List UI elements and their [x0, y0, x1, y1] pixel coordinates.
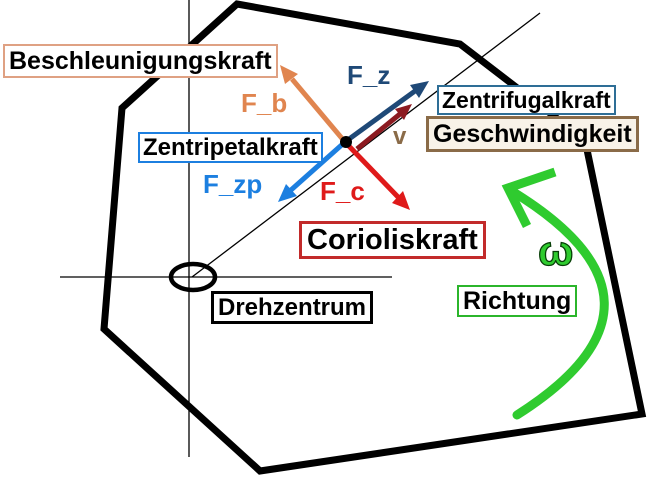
centripetal-arrow-head: [278, 184, 297, 202]
coriolis-arrow-head: [392, 191, 410, 210]
centrifugal-arrow-shaft: [343, 88, 417, 145]
omega-symbol: ω: [537, 227, 574, 274]
corioliskraft-label-box: Corioliskraft: [299, 221, 486, 260]
acceleration-arrow-shaft: [290, 77, 347, 144]
coriolis-arrow-shaft: [343, 140, 400, 199]
richtung-label-box: Richtung: [457, 285, 578, 318]
f-zp-vector-label: F_zp: [203, 169, 263, 199]
v-vector-label: v: [393, 123, 407, 150]
centrifugal-arrow-head: [410, 81, 429, 98]
rotating-body-outline: [100, 0, 647, 475]
rotation-direction-arrowhead: [501, 167, 557, 229]
drehzentrum-label-box: Drehzentrum: [211, 291, 374, 325]
beschleunigungskraft-label-box: Beschleunigungskraft: [3, 44, 278, 79]
rotation-direction-arc: [505, 185, 609, 420]
f-c-vector-label: F_c: [320, 176, 365, 206]
zentripetalkraft-label-box: Zentripetalkraft: [138, 132, 323, 164]
f-z-vector-label: F_z: [347, 60, 391, 90]
centripetal-arrow-shaft: [289, 140, 347, 192]
mass-point-dot: [340, 136, 352, 148]
velocity-arrow-shaft: [355, 112, 402, 151]
rotation-center-ellipse: [168, 261, 218, 293]
zentrifugalkraft-label-box: Zentrifugalkraft: [437, 85, 616, 116]
geschwindigkeit-label-box: Geschwindigkeit: [426, 116, 639, 153]
f-b-vector-label: F_b: [241, 88, 288, 118]
acceleration-arrow-head: [280, 65, 298, 84]
velocity-arrow-head: [395, 104, 412, 120]
